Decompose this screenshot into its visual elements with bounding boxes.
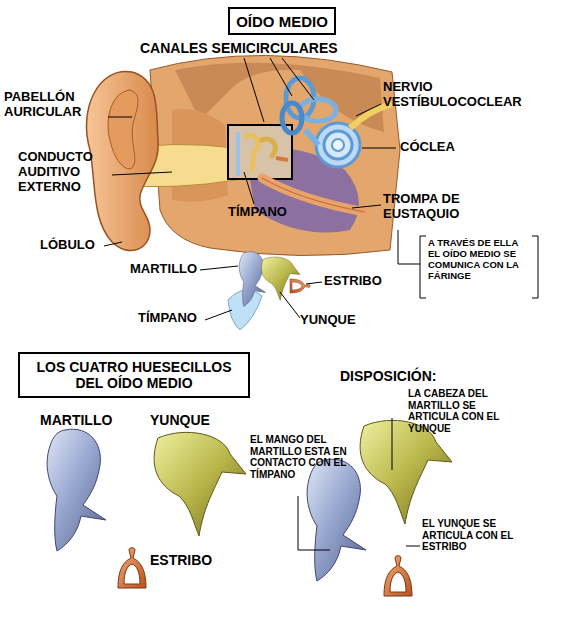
heading-text: LOS CUATRO HUESECILLOS DEL OÍDO MEDIO (26, 359, 242, 391)
part-label: ESTRIBO (150, 552, 250, 568)
heading-box: LOS CUATRO HUESECILLOS DEL OÍDO MEDIO (18, 352, 250, 398)
part-label: MARTILLO (130, 262, 210, 277)
part-label: CONDUCTO AUDITIVO EXTERNO (18, 150, 118, 195)
title-box: OÍDO MEDIO (228, 7, 336, 35)
part-label: NERVIO VESTÍBULOCOCLEAR (383, 80, 541, 110)
part-label: CÓCLEA (400, 140, 490, 155)
part-label: YUNQUE (150, 412, 250, 428)
note-text: EL YUNQUE SE ARTICULA CON EL ESTRIBO (422, 518, 530, 553)
part-label: ESTRIBO (324, 274, 404, 289)
part-label: MARTILLO (40, 412, 140, 428)
note-text: EL MANGO DEL MARTILLO ESTA EN CONTACTO C… (250, 434, 354, 480)
part-label: LÓBULO (40, 238, 120, 253)
section-label: DISPOSICIÓN: (340, 368, 480, 384)
part-label: YUNQUE (300, 313, 380, 328)
part-label: PABELLÓN AURICULAR (4, 90, 122, 120)
node-texts: LOS CUATRO HUESECILLOS DEL OÍDO MEDIO (26, 359, 242, 391)
part-label: TROMPA DE EUSTAQUIO (383, 192, 501, 222)
title-text: OÍDO MEDIO (236, 13, 328, 30)
note-text: A TRAVÉS DE ELLA EL OÍDO MEDIO SE COMUNI… (428, 238, 532, 282)
part-label: TÍMPANO (138, 311, 218, 326)
part-label: CANALES SEMICIRCULARES (140, 40, 372, 56)
note-text: LA CABEZA DEL MARTILLO SE ARTICULA CON E… (408, 388, 526, 434)
part-label: TÍMPANO (228, 205, 318, 220)
